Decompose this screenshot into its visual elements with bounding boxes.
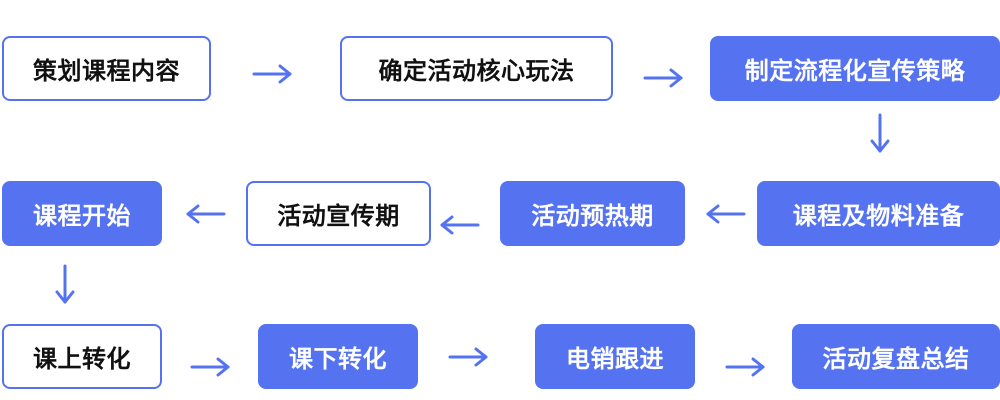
step-label: 活动宣传期 [277, 202, 400, 230]
step-course-materials-prep: 课程及物料准备 [757, 181, 1000, 246]
step-telesales-follow-up: 电销跟进 [535, 324, 695, 389]
step-activity-review: 活动复盘总结 [792, 324, 1000, 389]
step-promotion-period: 活动宣传期 [246, 181, 431, 246]
step-label: 课上转化 [33, 345, 131, 373]
step-label: 电销跟进 [566, 345, 664, 373]
arrow-left-icon [706, 204, 746, 224]
arrow-down-icon [55, 264, 75, 304]
step-promo-strategy: 制定流程化宣传策略 [710, 36, 1000, 101]
step-warmup-period: 活动预热期 [500, 181, 685, 246]
step-label: 活动预热期 [531, 202, 654, 230]
step-plan-course-content: 策划课程内容 [2, 36, 211, 101]
arrow-right-icon [643, 68, 683, 88]
step-after-class-conversion: 课下转化 [258, 324, 418, 389]
step-label: 活动复盘总结 [822, 345, 970, 373]
arrow-left-icon [440, 215, 480, 235]
step-label: 制定流程化宣传策略 [744, 57, 966, 85]
arrow-right-icon [448, 347, 488, 367]
step-label: 策划课程内容 [33, 57, 180, 85]
step-label: 课下转化 [289, 345, 387, 373]
step-label: 课程及物料准备 [792, 202, 965, 230]
arrow-left-icon [186, 204, 226, 224]
arrow-down-icon [870, 113, 890, 153]
step-define-core-gameplay: 确定活动核心玩法 [340, 36, 613, 101]
step-label: 课程开始 [33, 202, 131, 230]
step-label: 确定活动核心玩法 [378, 57, 575, 85]
arrow-right-icon [190, 357, 230, 377]
arrow-right-icon [725, 357, 765, 377]
step-course-start: 课程开始 [2, 181, 162, 246]
arrow-right-icon [252, 64, 292, 84]
step-in-class-conversion: 课上转化 [2, 324, 162, 389]
